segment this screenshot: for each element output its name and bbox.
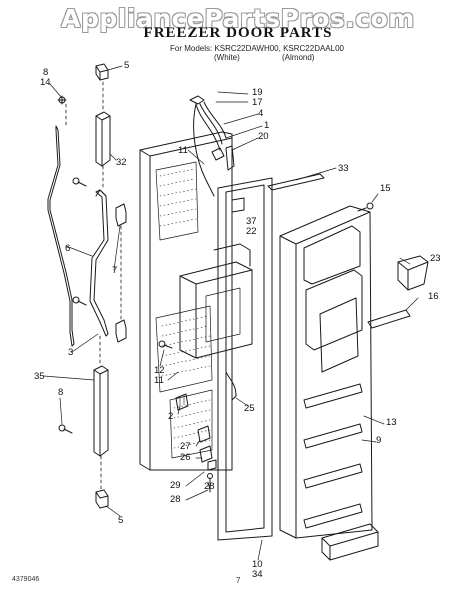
diagram-title: FREEZER DOOR PARTS bbox=[143, 25, 333, 41]
callout-14: 14 bbox=[40, 77, 51, 88]
hinge-pin bbox=[207, 459, 217, 471]
callout-8: 8 bbox=[43, 67, 49, 78]
door-gasket bbox=[217, 177, 273, 541]
callout-1: 1 bbox=[264, 120, 270, 131]
hinge-bushing-bottom bbox=[95, 489, 109, 509]
callout-26: 26 bbox=[180, 452, 191, 463]
callout-8: 8 bbox=[58, 387, 64, 398]
insulation-texture bbox=[159, 168, 211, 449]
screw-icon bbox=[72, 177, 87, 187]
door-bin bbox=[321, 523, 379, 561]
screw-icon bbox=[72, 296, 87, 306]
dispenser-cover bbox=[225, 197, 245, 401]
callout-25: 25 bbox=[244, 403, 255, 414]
callout-34: 34 bbox=[252, 569, 263, 580]
screw-icon bbox=[58, 424, 73, 434]
screw-icon bbox=[158, 340, 173, 349]
door-liner-top-strip bbox=[267, 173, 325, 191]
door-handle-inner-rail bbox=[89, 189, 109, 337]
callout-22: 22 bbox=[246, 226, 257, 237]
handle-end-cap-top bbox=[95, 111, 111, 167]
callout-19: 19 bbox=[252, 87, 263, 98]
watermark-text: AppliancePartsPros.com bbox=[61, 4, 415, 33]
light-switch bbox=[175, 393, 189, 411]
callout-29: 29 bbox=[170, 480, 181, 491]
callout-5: 5 bbox=[124, 60, 130, 71]
callout-37: 37 bbox=[246, 216, 257, 227]
callout-3: 3 bbox=[68, 347, 74, 358]
callout-20: 20 bbox=[258, 131, 269, 142]
callout-13: 13 bbox=[386, 417, 397, 428]
variant-almond-label: (Almond) bbox=[282, 53, 315, 62]
door-handle-outer-rail bbox=[47, 125, 75, 347]
dispenser-housing bbox=[179, 243, 253, 359]
page-number: 7 bbox=[236, 576, 241, 585]
ice-chute-funnel bbox=[397, 255, 429, 291]
document-number: 4379046 bbox=[12, 576, 40, 583]
actuator-bracket bbox=[197, 425, 213, 463]
callout-23: 23 bbox=[430, 253, 441, 264]
inner-door-liner bbox=[279, 205, 373, 539]
screw-icon bbox=[357, 202, 374, 212]
callout-27: 27 bbox=[180, 441, 191, 452]
dispenser-pad bbox=[367, 309, 411, 329]
callout-6: 6 bbox=[65, 243, 71, 254]
callout-15: 15 bbox=[380, 183, 391, 194]
callout-2: 2 bbox=[168, 411, 174, 422]
callout-leader-lines bbox=[43, 65, 419, 561]
callout-5: 5 bbox=[118, 515, 124, 526]
handle-clip bbox=[115, 203, 127, 343]
callout-17: 17 bbox=[252, 97, 263, 108]
callout-33: 33 bbox=[338, 163, 349, 174]
hinge-bushing-top bbox=[95, 63, 109, 81]
handle-end-cap-bottom bbox=[93, 365, 109, 457]
callout-4: 4 bbox=[258, 108, 264, 119]
callout-32: 32 bbox=[116, 157, 127, 168]
variant-white-label: (White) bbox=[214, 53, 240, 62]
wiring-harness bbox=[189, 95, 227, 197]
callout-28: 28 bbox=[204, 481, 215, 492]
tube-fitting bbox=[225, 145, 235, 171]
callout-12: 12 bbox=[154, 365, 165, 376]
callout-16: 16 bbox=[428, 291, 439, 302]
outer-door-panel bbox=[139, 131, 233, 471]
callout-7: 7 bbox=[112, 265, 118, 276]
screw-icon bbox=[57, 95, 67, 105]
callout-28: 28 bbox=[170, 494, 181, 505]
callout-35: 35 bbox=[34, 371, 45, 382]
callout-10: 10 bbox=[252, 559, 263, 570]
callout-11: 11 bbox=[154, 375, 164, 386]
callout-9: 9 bbox=[376, 435, 382, 446]
assembly-guide-lines bbox=[65, 81, 122, 491]
callout-11: 11 bbox=[178, 145, 188, 156]
models-line: For Models: KSRC22DAWH00, KSRC22DAAL00 bbox=[170, 44, 344, 53]
